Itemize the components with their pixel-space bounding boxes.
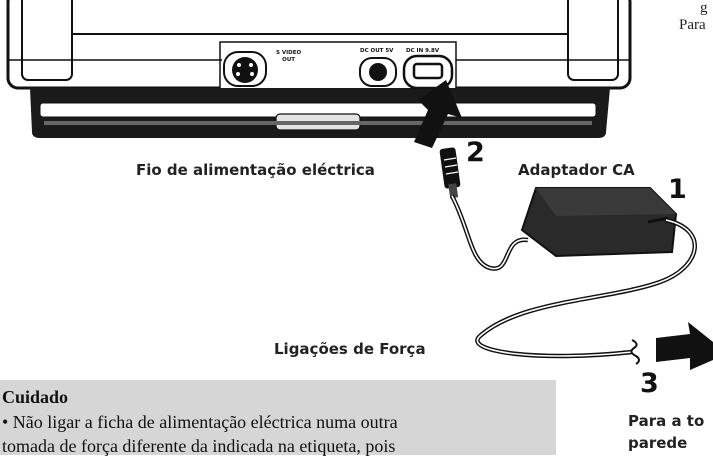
top-right-text-1: g	[700, 0, 708, 16]
wall-arrow-icon	[656, 322, 713, 370]
power-cord-label: Fio de alimentação eléctrica	[136, 161, 375, 179]
step-number-1: 1	[668, 174, 687, 205]
ac-adapter-icon	[520, 187, 678, 258]
adapter-label: Adaptador CA	[518, 161, 635, 179]
outlet-label-line1: Para a to	[628, 412, 705, 430]
power-plug-icon	[439, 147, 461, 199]
svideo-port-label: S VIDEO OUT	[276, 50, 302, 63]
caution-box: Cuidado • Não ligar a ficha de alimentaç…	[0, 380, 556, 456]
step-number-3: 3	[640, 368, 659, 399]
step-number-2: 2	[466, 137, 485, 168]
cable-break-icon	[630, 339, 640, 365]
top-right-text-2: Para	[679, 17, 706, 33]
dvd-player-device	[6, 0, 632, 138]
dc-in-port-icon	[402, 54, 454, 90]
caution-text-line1: • Não ligar a ficha de alimentação eléct…	[2, 412, 398, 432]
caution-title: Cuidado	[2, 387, 69, 407]
power-connections-label: Ligações de Força	[274, 340, 426, 358]
insert-arrow-icon	[414, 80, 462, 148]
svideo-port-icon	[223, 51, 267, 87]
dc-out-port-icon	[359, 57, 397, 87]
outlet-label-line2: parede	[628, 434, 688, 452]
power-cable	[450, 194, 529, 271]
dc-in-port-label: DC IN 9.8V	[406, 48, 440, 54]
caution-text-line2: tomada de força diferente da indicada na…	[2, 436, 396, 456]
dc-out-port-label: DC OUT 5V	[360, 48, 394, 54]
